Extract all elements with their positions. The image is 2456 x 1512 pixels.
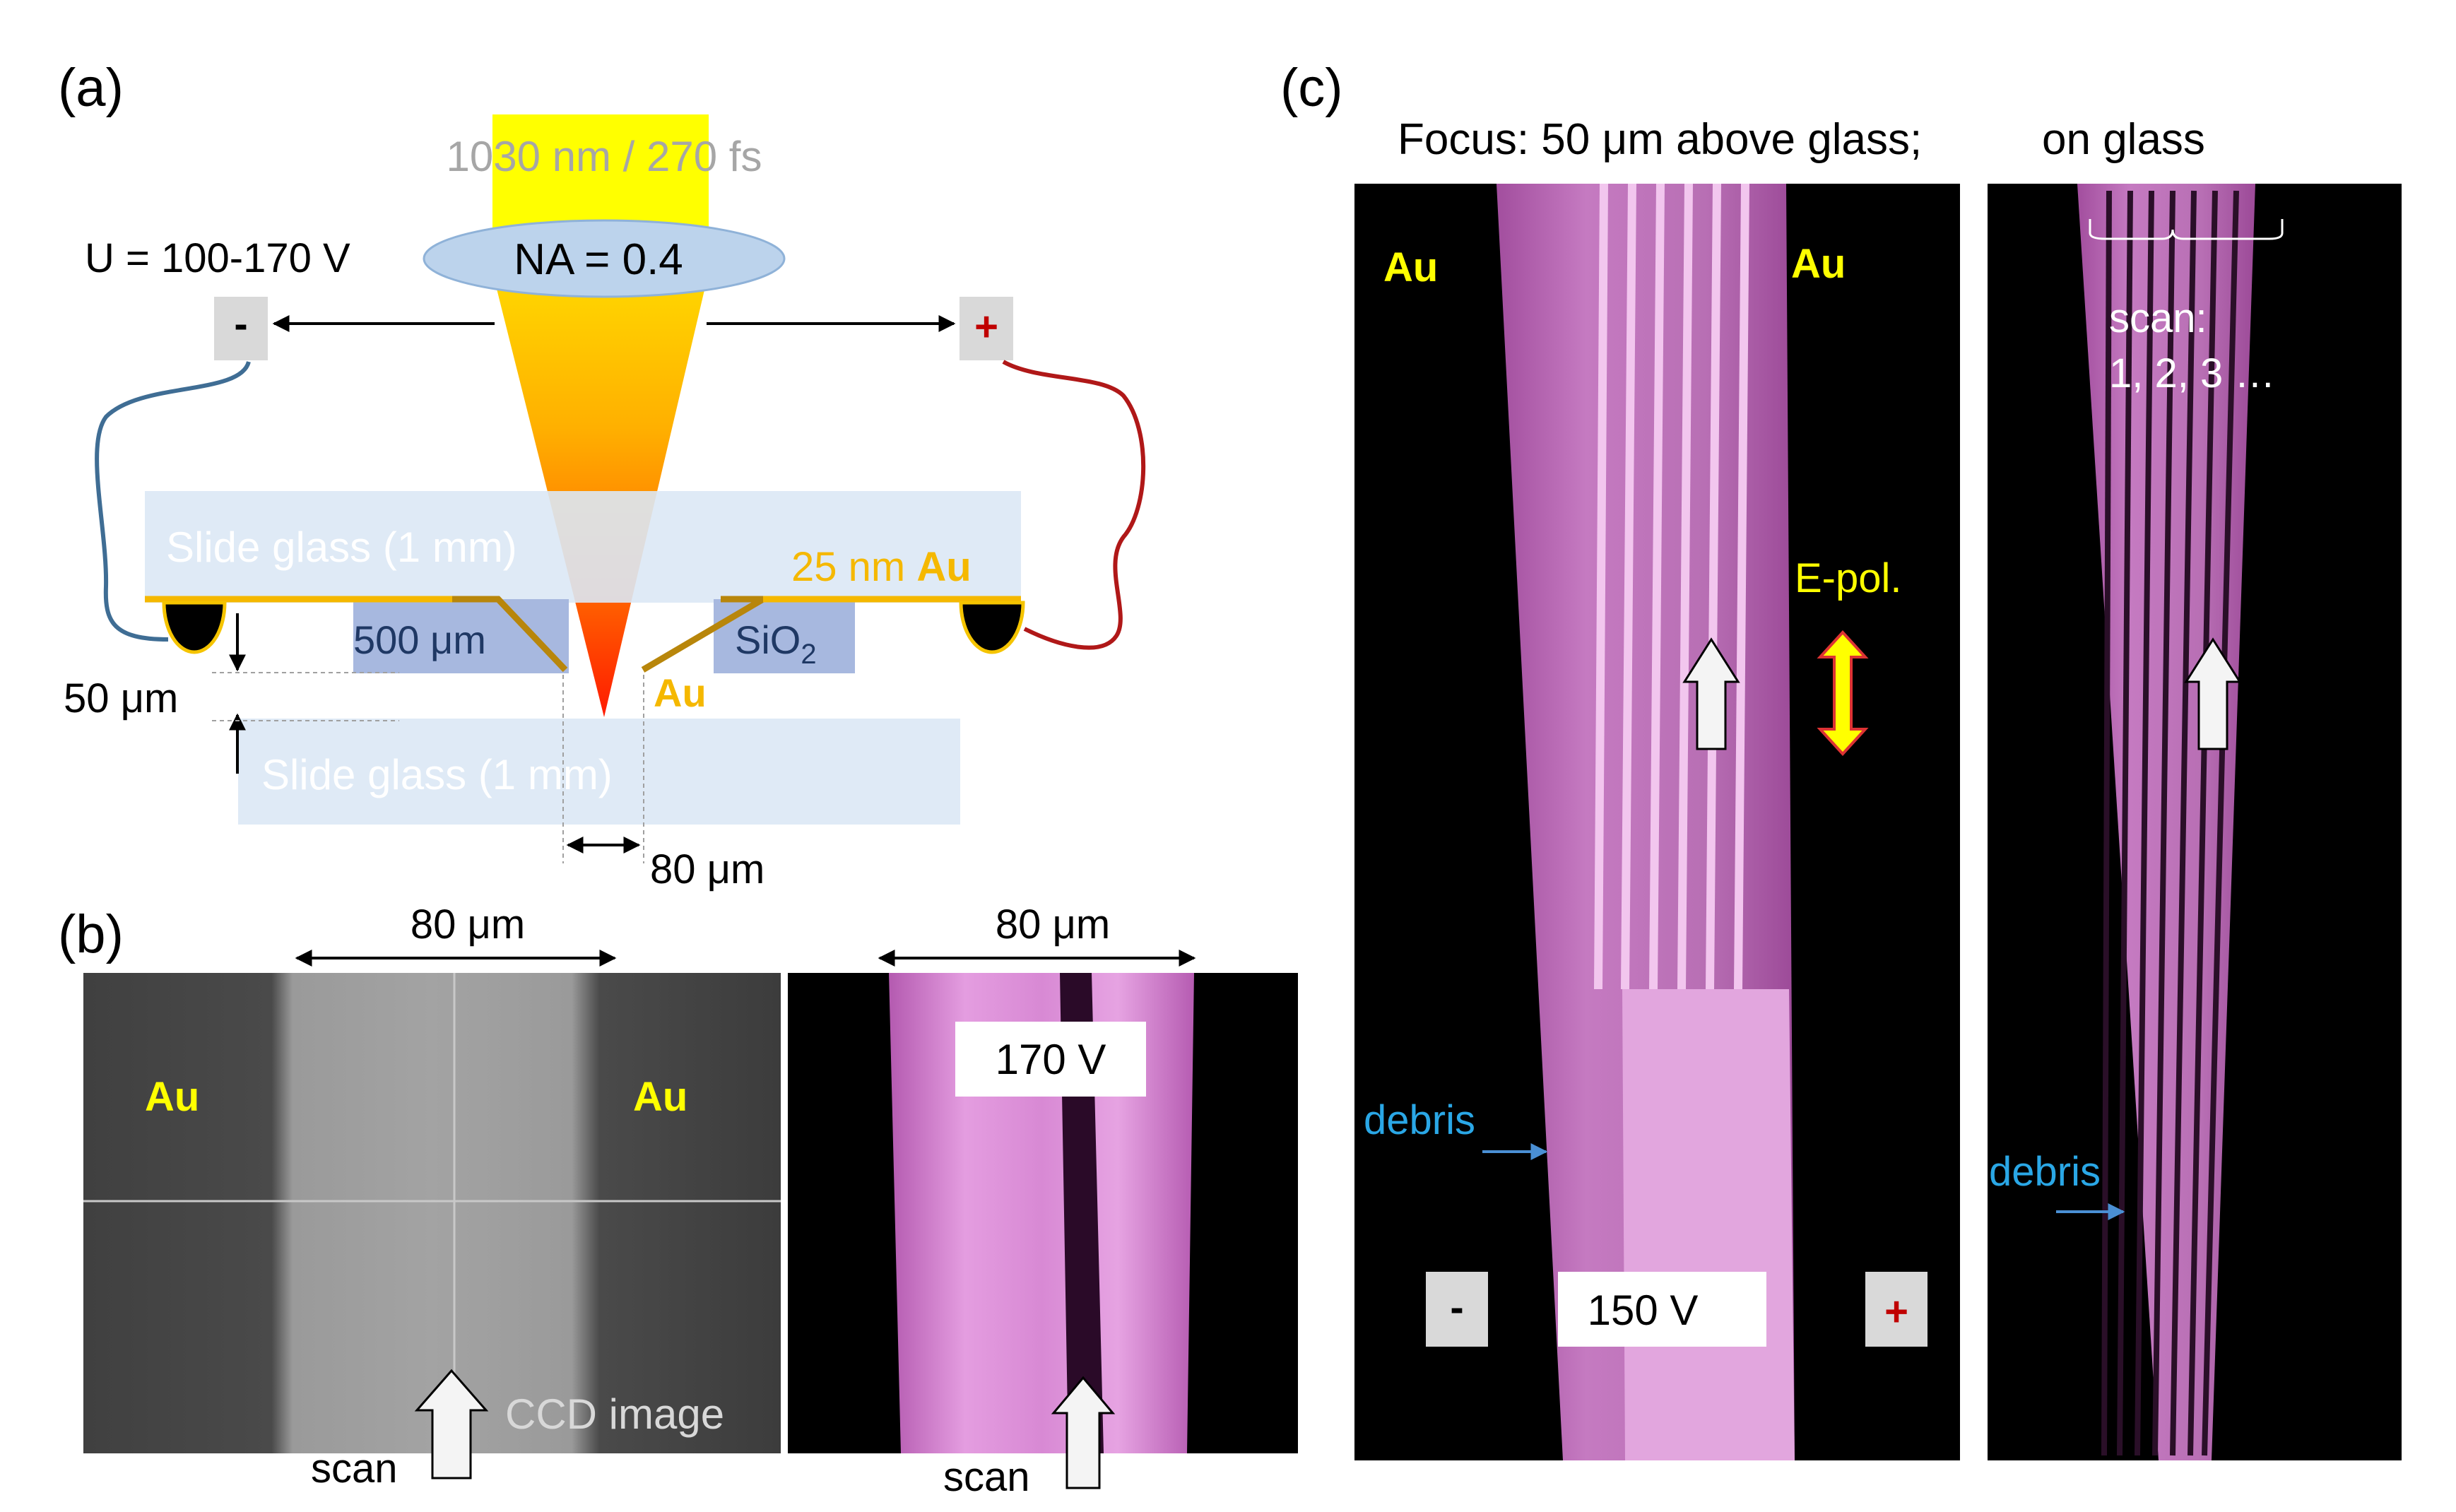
scan-arrow-2 bbox=[1051, 1376, 1116, 1489]
c-plus-terminal bbox=[1865, 1272, 1927, 1347]
plus-sign: + bbox=[974, 304, 998, 350]
voltage-label-c: 150 V bbox=[1588, 1287, 1699, 1334]
minus-terminal bbox=[214, 297, 268, 360]
spacer-left-label: 500 μm bbox=[353, 618, 486, 662]
au-electrode-label: Au bbox=[654, 671, 707, 715]
c-scan-line1: scan: bbox=[2109, 295, 2207, 341]
wire-negative bbox=[95, 360, 251, 642]
scan-label-1: scan bbox=[311, 1446, 398, 1492]
epol-arrow bbox=[1817, 630, 1869, 756]
bottom-glass-label: Slide glass (1 mm) bbox=[261, 751, 613, 798]
laser-text: 1030 nm / 270 fs bbox=[447, 133, 762, 180]
voltage-text: U = 100-170 V bbox=[85, 235, 350, 281]
gap-label: 50 μm bbox=[64, 675, 178, 721]
plus-terminal bbox=[960, 297, 1013, 360]
spacer-right-label: SiO2 bbox=[735, 618, 817, 670]
wire-positive bbox=[1002, 360, 1146, 650]
objective-lens bbox=[423, 219, 786, 298]
minus-sign: - bbox=[234, 301, 247, 347]
c-minus-sign: - bbox=[1450, 1284, 1463, 1330]
c-plus-sign: + bbox=[1884, 1289, 1908, 1335]
scan-brace bbox=[2089, 219, 2284, 240]
header-right: on glass bbox=[2042, 115, 2205, 164]
voltage-label-b: 170 V bbox=[996, 1036, 1106, 1083]
au-thickness-label: 25 nm Au bbox=[791, 544, 972, 590]
bottom-slide-glass bbox=[238, 719, 960, 825]
ccd-image bbox=[83, 973, 781, 1453]
c-au-left: Au bbox=[1383, 244, 1438, 290]
c-left-unmodified-region bbox=[1622, 989, 1795, 1460]
panel-b-label: (b) bbox=[58, 904, 124, 964]
c-minus-terminal bbox=[1426, 1272, 1488, 1347]
scan-arrow-1 bbox=[414, 1369, 489, 1479]
panel-c: (c) Focus: 50 μm above glass; on glass A… bbox=[1280, 58, 2402, 1460]
voltage-box-c bbox=[1558, 1272, 1766, 1347]
na-text: NA = 0.4 bbox=[514, 235, 683, 284]
contact-right bbox=[959, 601, 1025, 654]
debris-label-2: debris bbox=[1989, 1149, 2101, 1195]
ccd-caption: CCD image bbox=[505, 1390, 724, 1438]
voltage-box-b bbox=[955, 1022, 1146, 1097]
c-au-right: Au bbox=[1791, 241, 1846, 287]
ccd-au-left: Au bbox=[145, 1074, 199, 1120]
b-width-label-2: 80 μm bbox=[996, 902, 1110, 947]
top-slide-glass bbox=[145, 491, 1021, 603]
width-label: 80 μm bbox=[650, 846, 764, 892]
c-right-scan-lines bbox=[2101, 190, 2239, 1456]
ccd-au-right: Au bbox=[633, 1074, 687, 1120]
c-scan-line2: 1, 2, 3 … bbox=[2109, 350, 2275, 396]
c-scan-arrow-left bbox=[1682, 637, 1740, 750]
c-left-scan-lines bbox=[1594, 183, 1749, 990]
panel-b: (b) 80 μm 80 μm Au Au CCD image scan 170… bbox=[58, 902, 1298, 1500]
c-scan-arrow-right bbox=[2184, 637, 2242, 750]
panel-c-label: (c) bbox=[1280, 58, 1343, 118]
header-left: Focus: 50 μm above glass; bbox=[1398, 115, 1922, 164]
b-width-label-1: 80 μm bbox=[411, 902, 525, 947]
epol-label: E-pol. bbox=[1795, 555, 1902, 601]
panel-a-label: (a) bbox=[58, 58, 124, 118]
contact-left bbox=[162, 601, 227, 654]
panel-a: (a) 1030 nm / 270 fs NA = 0.4 U = 100-17… bbox=[58, 58, 1146, 892]
scan-label-2: scan bbox=[943, 1454, 1030, 1500]
top-glass-label: Slide glass (1 mm) bbox=[166, 524, 517, 571]
debris-label-1: debris bbox=[1364, 1097, 1475, 1143]
au-electrode-left bbox=[452, 596, 568, 673]
